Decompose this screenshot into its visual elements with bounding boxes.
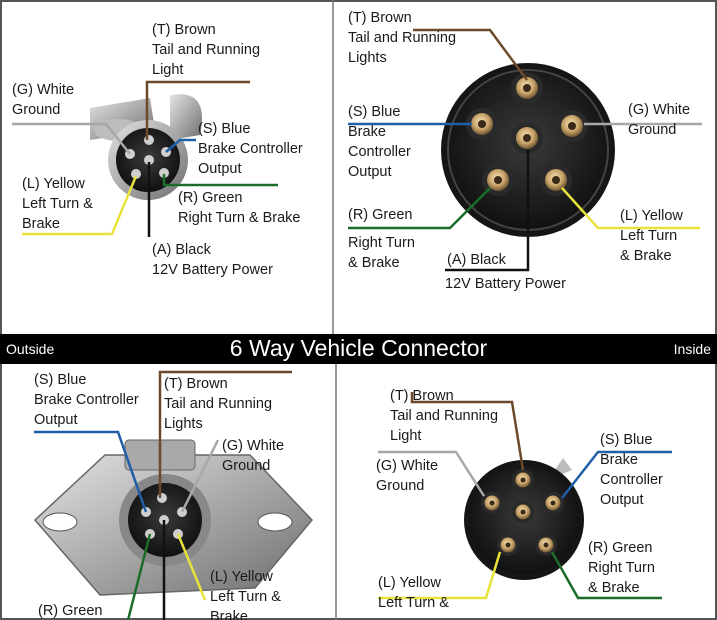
br-brown-label: (T) Brown Tail and Running Light	[390, 388, 499, 444]
br-green-label: (R) Green Right Turn & Brake	[588, 540, 655, 596]
tr-green-wire	[348, 187, 491, 230]
bl-yellow-wire	[176, 533, 207, 601]
br-blue-wire	[561, 450, 672, 499]
tl-pin-r	[159, 168, 169, 178]
br-pin-l	[497, 534, 519, 556]
tr-pin-t	[511, 72, 543, 104]
bottom-left-bracket	[33, 439, 314, 596]
tl-white-wire	[12, 122, 131, 155]
tl-white-label: (G) White Ground	[12, 82, 75, 118]
br-pin-g	[481, 492, 503, 514]
tl-black-label: (A) Black 12V Battery Power	[152, 242, 273, 278]
inside-label: Inside	[673, 341, 711, 357]
tl-yellow-wire	[22, 175, 138, 236]
title-banner: Outside 6 Way Vehicle Connector Inside	[0, 334, 717, 364]
tr-brown-wire	[413, 28, 529, 81]
diagram-title: 6 Way Vehicle Connector	[229, 335, 488, 361]
bl-brown-label: (T) Brown Tail and Running Lights	[164, 376, 273, 432]
bottom-right-pins	[481, 469, 564, 556]
tr-black-sub-label: 12V Battery Power	[445, 276, 566, 292]
bl-pin-t	[157, 493, 167, 503]
br-pin-s	[542, 492, 564, 514]
bl-white-label: (G) White Ground	[222, 438, 285, 474]
top-left-wires	[12, 80, 278, 237]
tr-pin-l	[540, 164, 572, 196]
br-brown-wire	[410, 392, 525, 471]
tl-pin-t	[144, 135, 154, 145]
tr-brown-label: (T) Brown Tail and Running Lights	[348, 10, 457, 66]
tl-yellow-label: (L) Yellow Left Turn & Brake	[22, 176, 93, 232]
tr-green-sub-label: Right Turn & Brake	[348, 235, 415, 271]
bottom-right-wires	[378, 392, 672, 600]
br-blue-label: (S) Blue Brake Controller Output	[600, 432, 663, 508]
tr-yellow-wire	[561, 187, 700, 230]
tr-black-label: (A) Black	[447, 252, 506, 268]
outside-label: Outside	[6, 341, 55, 357]
tl-brown-wire	[145, 80, 250, 140]
tr-blue-label: (S) Blue Brake Controller Output	[348, 104, 411, 180]
tr-pin-center	[511, 122, 543, 154]
tl-blue-wire	[165, 138, 196, 153]
bottom-left-wires	[34, 370, 292, 620]
tr-pin-g	[556, 110, 588, 142]
tr-green-label: (R) Green	[348, 207, 413, 223]
bl-green-label: (R) Green	[38, 603, 103, 619]
top-left-plug	[90, 94, 202, 200]
tr-white-label: (G) White Ground	[628, 102, 691, 138]
br-yellow-label: (L) Yellow Left Turn &	[378, 575, 449, 611]
br-pin-r	[535, 534, 557, 556]
tl-green-wire	[162, 174, 278, 187]
br-yellow-wire	[378, 551, 502, 600]
tl-pin-l	[131, 169, 141, 179]
tr-pin-s	[466, 108, 498, 140]
br-pin-t	[512, 469, 534, 491]
bl-blue-label: (S) Blue Brake Controller Output	[34, 372, 139, 428]
top-right-pins	[466, 72, 588, 196]
bl-yellow-label: (L) Yellow Left Turn & Brake	[210, 569, 281, 620]
tl-green-label: (R) Green Right Turn & Brake	[178, 190, 301, 226]
tl-blue-label: (S) Blue Brake Controller Output	[198, 121, 303, 177]
bl-white-wire	[180, 439, 220, 513]
br-white-label: (G) White Ground	[376, 458, 439, 494]
br-green-wire	[550, 551, 662, 600]
tr-yellow-label: (L) Yellow Left Turn & Brake	[620, 208, 683, 264]
tl-pin-a	[144, 155, 154, 165]
br-white-wire	[378, 450, 486, 497]
top-right-wires	[348, 28, 702, 272]
bl-brown-wire	[158, 370, 292, 498]
tr-black-wire	[445, 150, 530, 272]
bl-blue-wire	[34, 430, 148, 513]
br-pin-center	[512, 501, 534, 523]
tl-brown-label: (T) Brown Tail and Running Light	[152, 22, 261, 78]
bl-green-wire	[126, 533, 152, 620]
